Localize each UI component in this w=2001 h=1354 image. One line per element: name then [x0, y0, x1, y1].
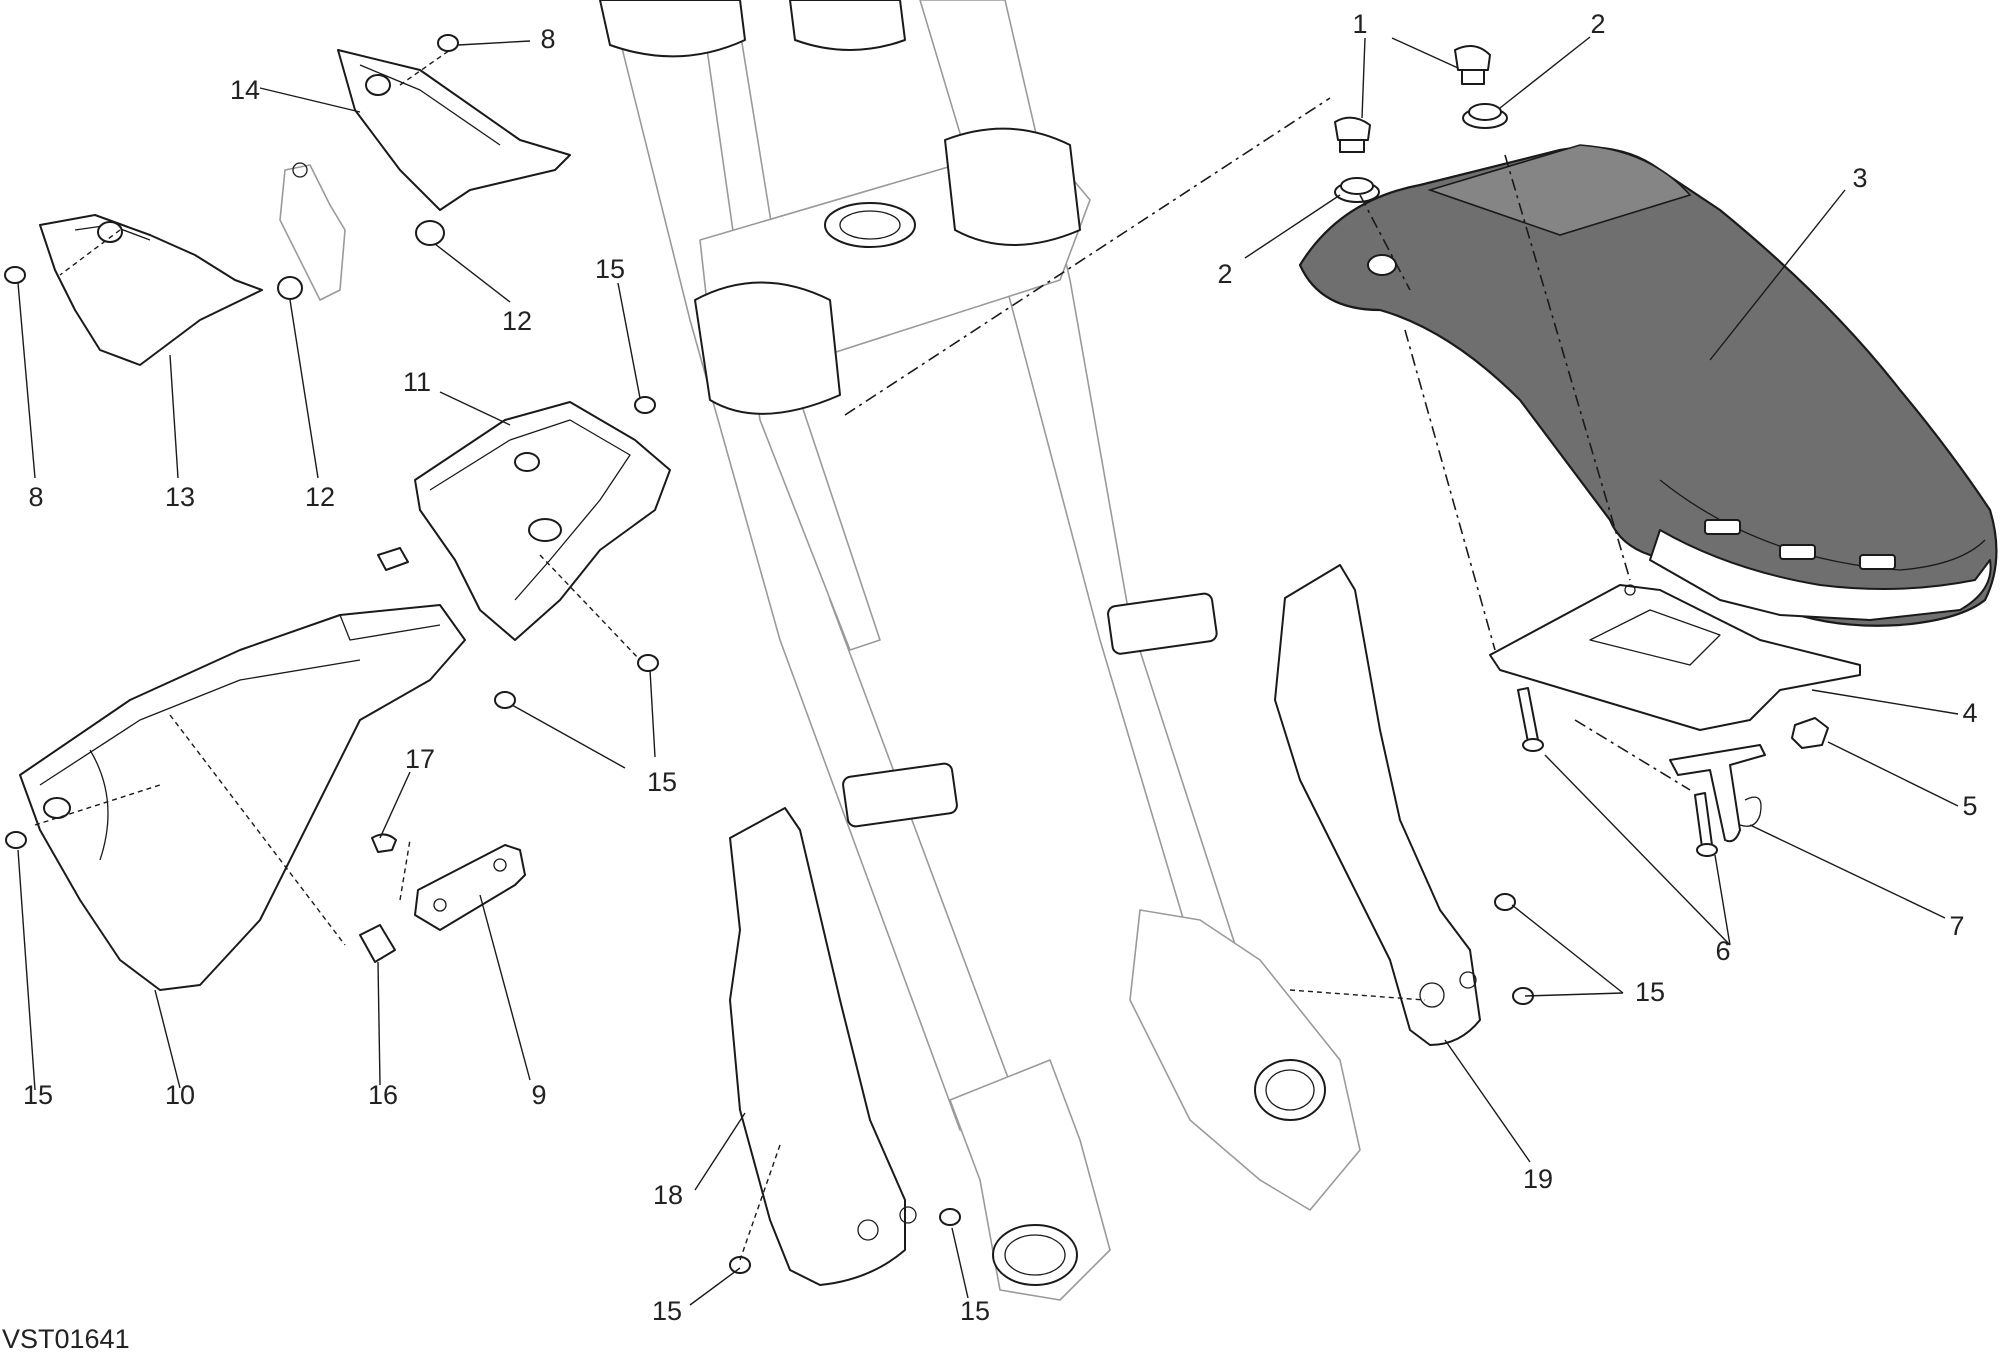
screw-17: [371, 833, 397, 853]
callout-12-right: 12: [502, 306, 532, 336]
screws-15-and-8: [4, 34, 1534, 1274]
callout-2-left: 2: [1217, 259, 1232, 289]
callout-numbers: 1 2 2 3 4 5 6 7 8 8 9 10 11 12 12 13 14 …: [23, 9, 1978, 1326]
grommets-12: [277, 220, 445, 300]
callout-7: 7: [1949, 911, 1964, 941]
diagram-code: VST01641: [2, 1324, 130, 1354]
callout-18: 18: [653, 1180, 683, 1210]
callout-4: 4: [1962, 698, 1977, 728]
callout-1: 1: [1352, 9, 1367, 39]
front-mudguard: [1298, 144, 1998, 627]
mounting-bracket-upper: [279, 162, 346, 301]
callout-11: 11: [403, 367, 431, 397]
leader-lines: [17, 36, 1959, 1306]
fork-guard-left: [729, 807, 917, 1286]
callout-15-farleft: 15: [23, 1080, 53, 1110]
callout-15-right: 15: [1635, 977, 1665, 1007]
callout-12-left: 12: [305, 482, 335, 512]
side-panel-13: [39, 214, 263, 366]
callout-2-top: 2: [1590, 9, 1605, 39]
callout-14: 14: [230, 75, 260, 105]
callout-8-left: 8: [28, 482, 43, 512]
callout-15-bottom-mid: 15: [960, 1296, 990, 1326]
callout-15-bottom-left: 15: [652, 1296, 682, 1326]
callout-5: 5: [1962, 791, 1977, 821]
callout-15-upper: 15: [595, 254, 625, 284]
headlight-cover-11: [377, 401, 671, 641]
callout-17: 17: [405, 744, 435, 774]
callout-13: 13: [165, 482, 195, 512]
callout-6: 6: [1715, 936, 1730, 966]
callout-10: 10: [165, 1080, 195, 1110]
callout-9: 9: [531, 1080, 546, 1110]
front-fork-assembly: [599, 0, 1361, 1301]
callout-19: 19: [1523, 1164, 1553, 1194]
assembly-dash-lines: [34, 49, 1691, 1261]
side-fairing-10: [19, 604, 466, 991]
callout-3: 3: [1852, 163, 1867, 193]
fork-guard-right: [1274, 564, 1481, 1046]
callout-16: 16: [368, 1080, 398, 1110]
mudguard-bracket: [1489, 584, 1861, 731]
bracket-9: [414, 844, 526, 931]
clip-nut-16: [359, 924, 396, 963]
hardware-grommets-and-screws: [1334, 45, 1829, 857]
callout-15-mid: 15: [647, 767, 677, 797]
callout-8-top: 8: [540, 24, 555, 54]
side-panel-14: [337, 49, 571, 211]
